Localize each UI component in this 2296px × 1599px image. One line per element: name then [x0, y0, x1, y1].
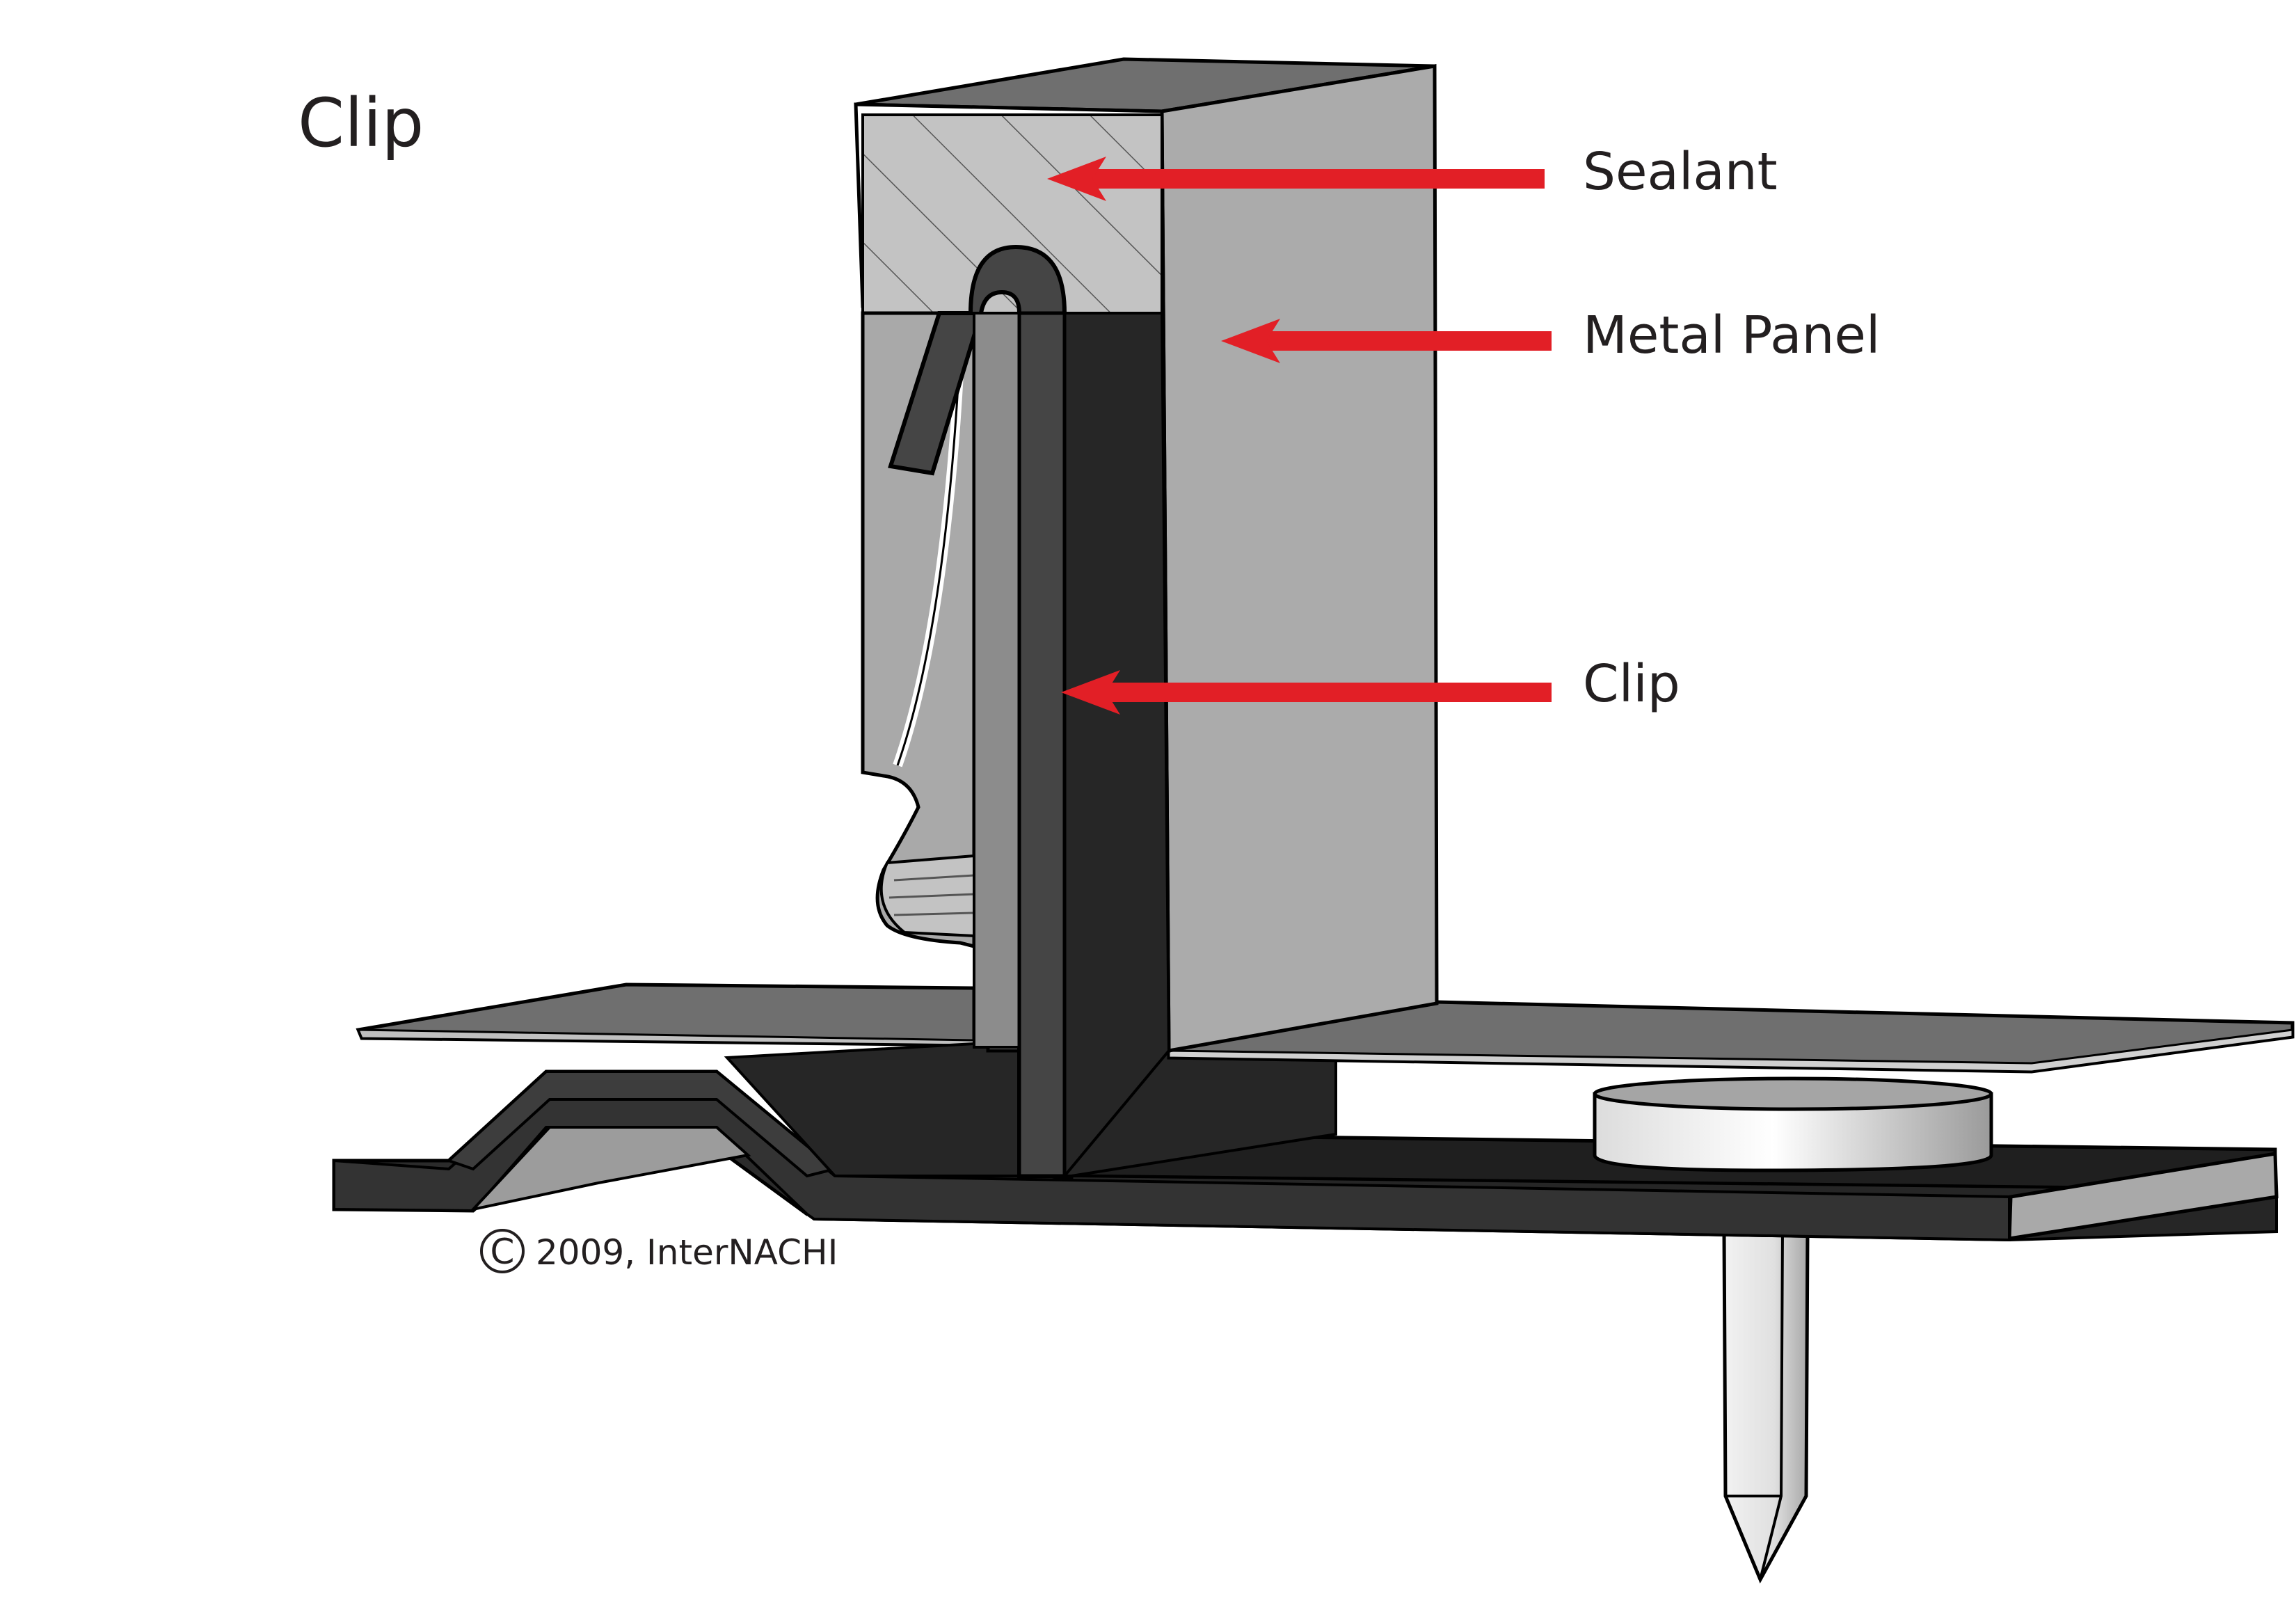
callout-arrows	[1047, 157, 1552, 715]
right-panel-flange	[1167, 1000, 2295, 1074]
callout-label-sealant: Sealant	[1583, 142, 1778, 202]
copyright-notice: C 2009, InterNACHI	[480, 1229, 838, 1273]
callout-label-metal-panel: Metal Panel	[1583, 305, 1880, 365]
diagram-title: Clip	[298, 84, 424, 162]
sealant-arrow	[1047, 157, 1545, 201]
clip-hook	[888, 244, 1171, 1180]
clip-arrow	[1061, 670, 1552, 715]
left-panel-flange	[356, 983, 976, 1047]
metal-panel-arrow	[1221, 319, 1552, 363]
copyright-text: 2009, InterNACHI	[536, 1232, 838, 1273]
nail	[1722, 1230, 1810, 1584]
panel-inner-cavity	[861, 311, 976, 949]
washer	[1593, 1076, 1993, 1172]
clip-base-plate	[332, 1069, 2279, 1242]
copyright-symbol: C	[491, 1232, 515, 1272]
callout-label-clip: Clip	[1583, 654, 1680, 714]
copyright-circle	[480, 1229, 525, 1273]
